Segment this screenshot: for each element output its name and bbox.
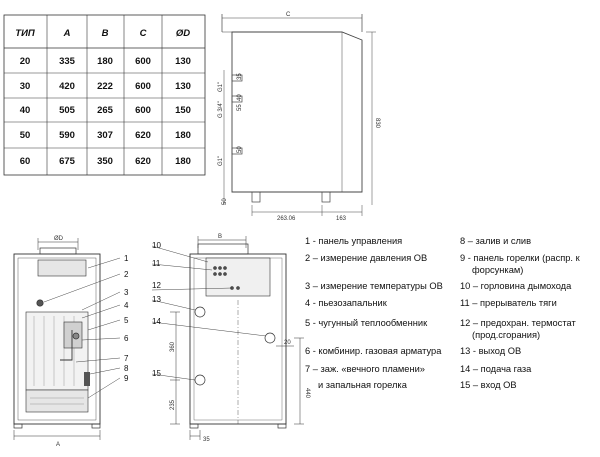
table-cell: 130 [175, 81, 191, 92]
callout-8: 8 [124, 364, 129, 373]
side-label-55: 55 [237, 104, 243, 111]
side-label-35: 35 [237, 73, 243, 80]
spec-table: ТИП A B C ØD 20 335 180 600 130 30 420 2… [3, 14, 206, 176]
table-cell: 675 [59, 156, 76, 167]
table-cell: 620 [135, 156, 151, 167]
table-cell: 600 [135, 105, 151, 116]
front-dim-width: A [56, 442, 60, 448]
legend-item-10: 10 – горловина дымохода [460, 281, 572, 291]
rear-view-drawing [151, 236, 304, 440]
legend-item-9: 9 - панель горелки (распр. к [460, 253, 580, 263]
table-cell: 505 [59, 105, 76, 116]
table-header-a: A [63, 28, 71, 39]
callout-5: 5 [124, 316, 129, 325]
legend-item-12-cont: (прод.сгорания) [472, 330, 541, 340]
rear-callouts: 10 11 12 13 14 15 [152, 241, 161, 378]
callout-10: 10 [152, 241, 161, 250]
table-cell: 335 [59, 56, 76, 67]
table-cell: 350 [97, 156, 113, 167]
legend-item-6: 6 - комбинир. газовая арматура [305, 346, 442, 356]
legend-item-7-cont: и запальная горелка [318, 380, 407, 390]
callout-15: 15 [152, 369, 161, 378]
legend-item-1: 1 - панель управления [305, 236, 403, 246]
table-cell: 150 [175, 105, 191, 116]
callout-6: 6 [124, 334, 129, 343]
callout-1: 1 [124, 254, 129, 263]
rear-dim-440: 440 [304, 388, 310, 399]
table-cell: 60 [20, 156, 31, 167]
table-cell: 30 [20, 81, 31, 92]
legend-item-5: 5 - чугунный теплообменник [305, 318, 428, 328]
table-header-b: B [102, 28, 109, 39]
legend-item-2: 2 – измерение давления ОВ [305, 253, 428, 263]
side-label-40: 40 [237, 94, 243, 101]
rear-dim-35: 35 [203, 437, 210, 443]
table-cell: 600 [135, 56, 151, 67]
callout-12: 12 [152, 281, 161, 290]
rear-dim-235: 235 [170, 399, 176, 410]
legend-item-14: 14 – подача газа [460, 364, 532, 374]
table-cell: 20 [20, 56, 31, 67]
front-dim-flue: ØD [54, 236, 64, 242]
side-dim-depth-2: 163 [336, 216, 347, 222]
callout-4: 4 [124, 301, 129, 310]
legend-item-7: 7 – заж. «вечного пламени» [305, 364, 425, 374]
table-cell: 40 [20, 105, 31, 116]
side-dim-c: C [286, 12, 291, 18]
callout-9: 9 [124, 374, 129, 383]
side-pipe-1: G1" [218, 82, 224, 92]
table-cell: 180 [175, 130, 191, 141]
rear-dim-360: 360 [170, 341, 176, 352]
table-cell: 180 [97, 56, 113, 67]
front-callouts: 1 2 3 4 5 6 7 8 9 [124, 254, 129, 383]
legend-item-9-cont: форсункам) [472, 265, 524, 275]
callout-2: 2 [124, 270, 129, 279]
callout-13: 13 [152, 295, 161, 304]
table-cell: 180 [175, 156, 191, 167]
side-dim-depth-1: 263.06 [277, 216, 296, 222]
side-view-drawing [221, 14, 376, 216]
legend-item-11: 11 – прерыватель тяги [460, 298, 557, 308]
side-dim-height: 830 [374, 118, 380, 129]
table-cell: 50 [20, 130, 31, 141]
front-view-drawing [13, 238, 121, 440]
table-cell: 420 [59, 81, 75, 92]
legend-item-12: 12 – предохран. термостат [460, 318, 576, 328]
table-cell: 130 [175, 56, 191, 67]
table-cell: 590 [59, 130, 75, 141]
callout-14: 14 [152, 317, 161, 326]
side-pipe-2: G 3/4" [218, 101, 224, 118]
table-cell: 307 [97, 130, 113, 141]
callout-3: 3 [124, 288, 129, 297]
table-cell: 600 [135, 81, 151, 92]
rear-dim-20: 20 [284, 340, 291, 346]
legend-item-8: 8 – залив и слив [460, 236, 532, 246]
table-header-d: ØD [176, 28, 190, 39]
rear-dim-width: B [218, 234, 222, 240]
side-label-50: 50 [237, 146, 243, 153]
legend-item-13: 13 - выход ОВ [460, 346, 522, 356]
callout-11: 11 [152, 259, 161, 268]
legend-item-15: 15 – вход ОВ [460, 380, 517, 390]
side-pipe-3: G1" [218, 156, 224, 166]
table-header-type: ТИП [15, 28, 35, 39]
table-cell: 265 [97, 105, 114, 116]
table-cell: 222 [97, 81, 113, 92]
side-dim-bottom: 50 [222, 198, 228, 205]
legend-item-3: 3 – измерение температуры ОВ [305, 281, 443, 291]
legend-item-4: 4 - пьезозапальник [305, 298, 387, 308]
table-header-c: C [140, 28, 147, 39]
table-cell: 620 [135, 130, 151, 141]
callout-7: 7 [124, 354, 129, 363]
